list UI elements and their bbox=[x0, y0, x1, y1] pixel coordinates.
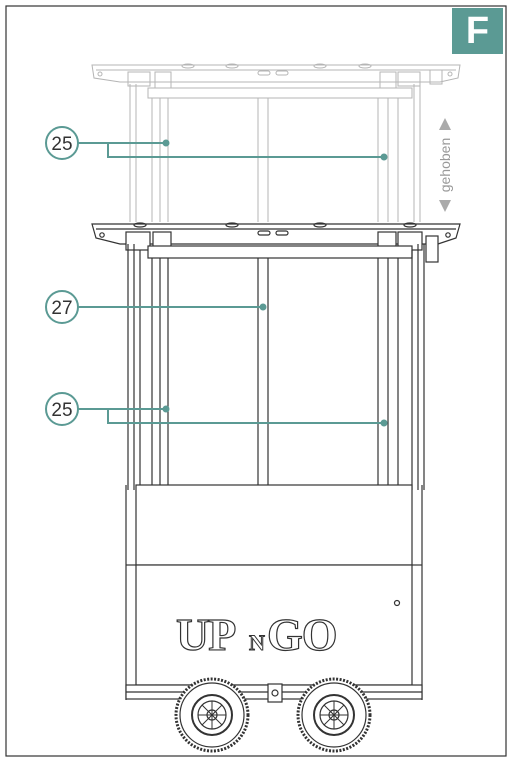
brand-logo: UP N GO bbox=[175, 608, 338, 660]
section-badge-letter: F bbox=[466, 10, 489, 52]
leader-dot bbox=[380, 419, 388, 427]
leader-dot bbox=[259, 303, 267, 311]
arrow-down-icon bbox=[439, 200, 451, 212]
callout-top-25: 25 bbox=[45, 126, 388, 161]
page-frame bbox=[5, 5, 507, 757]
leader-dot bbox=[162, 405, 170, 413]
brand-logo-part1: UP bbox=[176, 609, 235, 660]
callout-mid-27: 27 bbox=[45, 290, 267, 324]
callout-label: 27 bbox=[51, 298, 72, 319]
direction-label: gehoben bbox=[437, 138, 453, 193]
arrow-up-icon bbox=[439, 118, 451, 130]
leader-dot bbox=[380, 153, 388, 161]
brand-logo-part3: GO bbox=[267, 609, 337, 660]
left-wheel bbox=[174, 677, 250, 753]
section-badge: F bbox=[452, 8, 503, 54]
callout-label: 25 bbox=[51, 134, 72, 155]
callout-low-25: 25 bbox=[45, 392, 388, 427]
right-wheel bbox=[296, 677, 372, 753]
leader-line bbox=[78, 142, 384, 158]
main-frame bbox=[91, 222, 461, 703]
raise-indicator: gehoben bbox=[437, 118, 453, 212]
leader-line bbox=[78, 408, 384, 424]
callout-label: 25 bbox=[51, 400, 72, 421]
raised-frame-ghost bbox=[91, 63, 461, 222]
leader-dot bbox=[162, 139, 170, 147]
brand-logo-part2: N bbox=[249, 630, 265, 655]
